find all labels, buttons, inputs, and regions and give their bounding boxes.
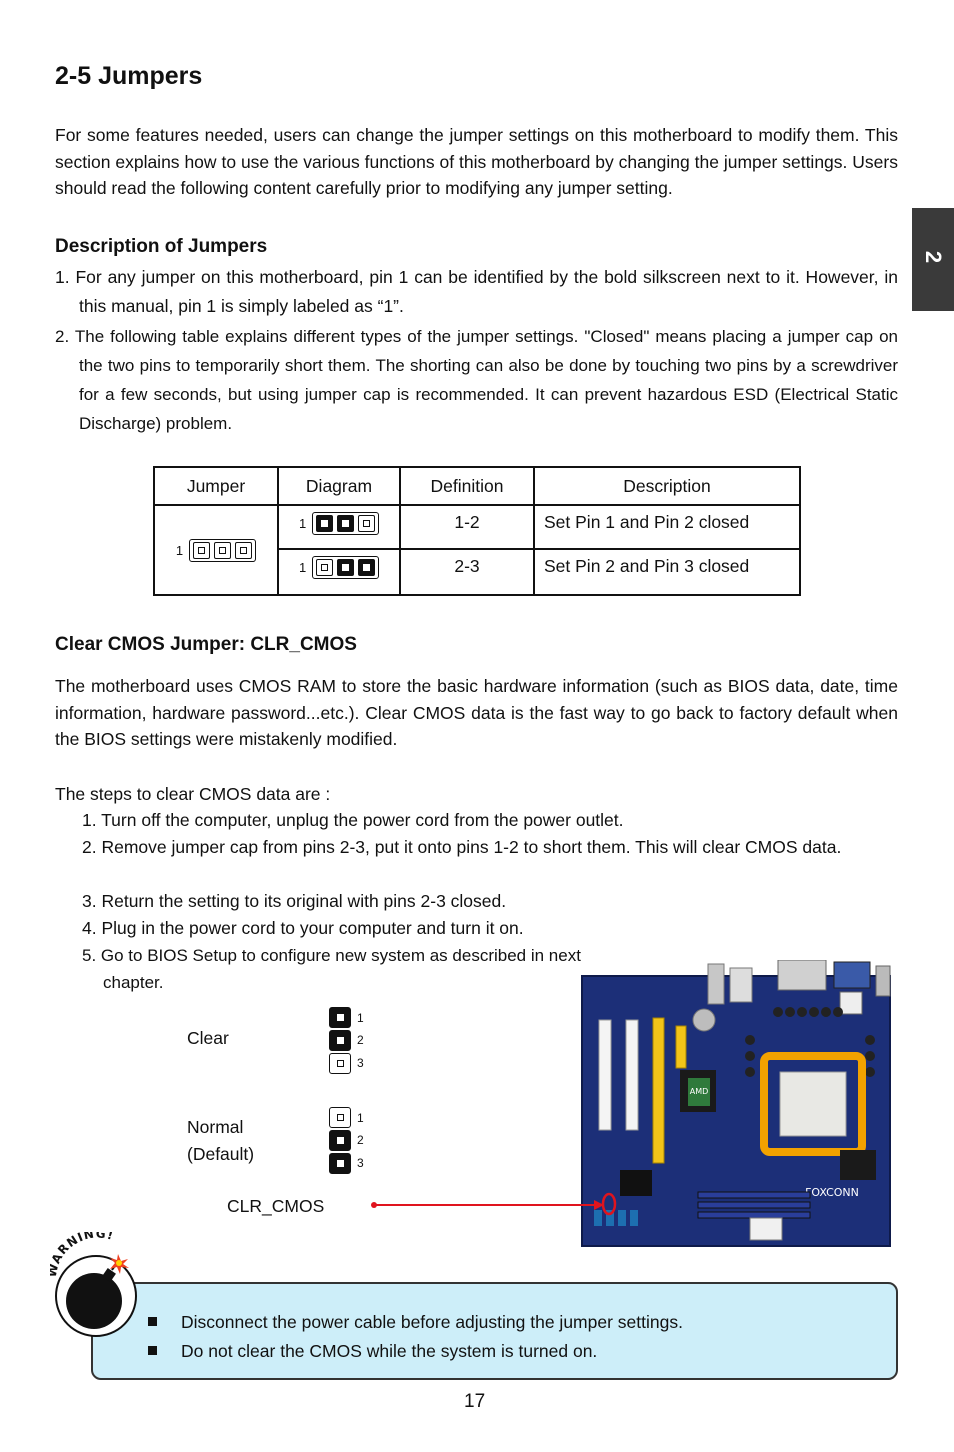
description-item-1: 1. For any jumper on this motherboard, p…	[55, 267, 898, 316]
definition-cell: 1-2	[399, 504, 535, 550]
step-item: 3. Return the setting to its original wi…	[82, 891, 507, 911]
chip-label: AMD	[690, 1087, 709, 1096]
pin-number: 2	[357, 1133, 364, 1147]
pin-number: 1	[357, 1111, 364, 1125]
pin-number: 2	[357, 1033, 364, 1047]
step-item: 4. Plug in the power cord to your comput…	[82, 918, 524, 938]
table-header: Diagram	[277, 466, 401, 506]
warning-box: Disconnect the power cable before adjust…	[91, 1282, 898, 1380]
brand-label: FOXCONN	[805, 1186, 859, 1199]
pin-number: 1	[357, 1011, 364, 1025]
jumper-clear-icon: 1 2 3	[329, 1007, 364, 1076]
jumper-1-2-closed-icon	[312, 512, 380, 535]
table-header: Jumper	[153, 466, 279, 506]
jumper-2-3-closed-icon	[312, 556, 380, 579]
intro-paragraph: For some features needed, users can chan…	[55, 125, 898, 198]
definition-cell: 2-3	[399, 548, 535, 596]
jumper-cell: 1	[153, 504, 279, 596]
pin-one-label: 1	[299, 560, 307, 575]
jumper-table: Jumper Diagram Definition Description 1 …	[153, 466, 801, 596]
chapter-tab: 2	[912, 208, 954, 311]
description-heading: Description of Jumpers	[55, 236, 268, 257]
step-item: 2. Remove jumper cap from pins 2-3, put …	[82, 837, 842, 857]
motherboard-illustration: AMD FOXCONN	[371, 960, 891, 1247]
step-item: 1. Turn off the computer, unplug the pow…	[82, 810, 624, 830]
steps-intro: The steps to clear CMOS data are :	[55, 784, 331, 804]
jumper-open-icon	[189, 538, 257, 562]
pin-number: 3	[357, 1156, 364, 1170]
bullet-icon	[148, 1346, 157, 1355]
warning-bomb-icon: WARNING!	[50, 1232, 137, 1337]
diagram-cell: 1	[277, 504, 401, 550]
table-header: Definition	[399, 466, 535, 506]
clr-cmos-heading: Clear CMOS Jumper: CLR_CMOS	[55, 634, 357, 655]
step-item: 5. Go to BIOS Setup to configure new sys…	[82, 946, 581, 992]
warning-item: Disconnect the power cable before adjust…	[148, 1312, 683, 1333]
description-item-2: 2. The following table explains differen…	[55, 327, 898, 433]
diagram-cell: 1	[277, 548, 401, 596]
normal-label: Normal	[187, 1117, 244, 1137]
pin-one-label: 1	[175, 542, 184, 558]
clear-label: Clear	[187, 1028, 229, 1048]
pin-one-label: 1	[299, 516, 307, 531]
jumper-normal-icon: 1 2 3	[329, 1107, 364, 1176]
pin-number: 3	[357, 1056, 364, 1070]
description-cell: Set Pin 2 and Pin 3 closed	[533, 548, 801, 596]
bullet-icon	[148, 1317, 157, 1326]
warning-item: Do not clear the CMOS while the system i…	[148, 1341, 597, 1362]
table-header: Description	[533, 466, 801, 506]
default-label: (Default)	[187, 1144, 255, 1164]
clr-cmos-callout-label: CLR_CMOS	[227, 1196, 325, 1216]
description-cell: Set Pin 1 and Pin 2 closed	[533, 504, 801, 550]
page-number: 17	[464, 1391, 486, 1412]
page-title: 2-5 Jumpers	[55, 62, 203, 90]
clr-cmos-paragraph: The motherboard uses CMOS RAM to store t…	[55, 676, 898, 749]
